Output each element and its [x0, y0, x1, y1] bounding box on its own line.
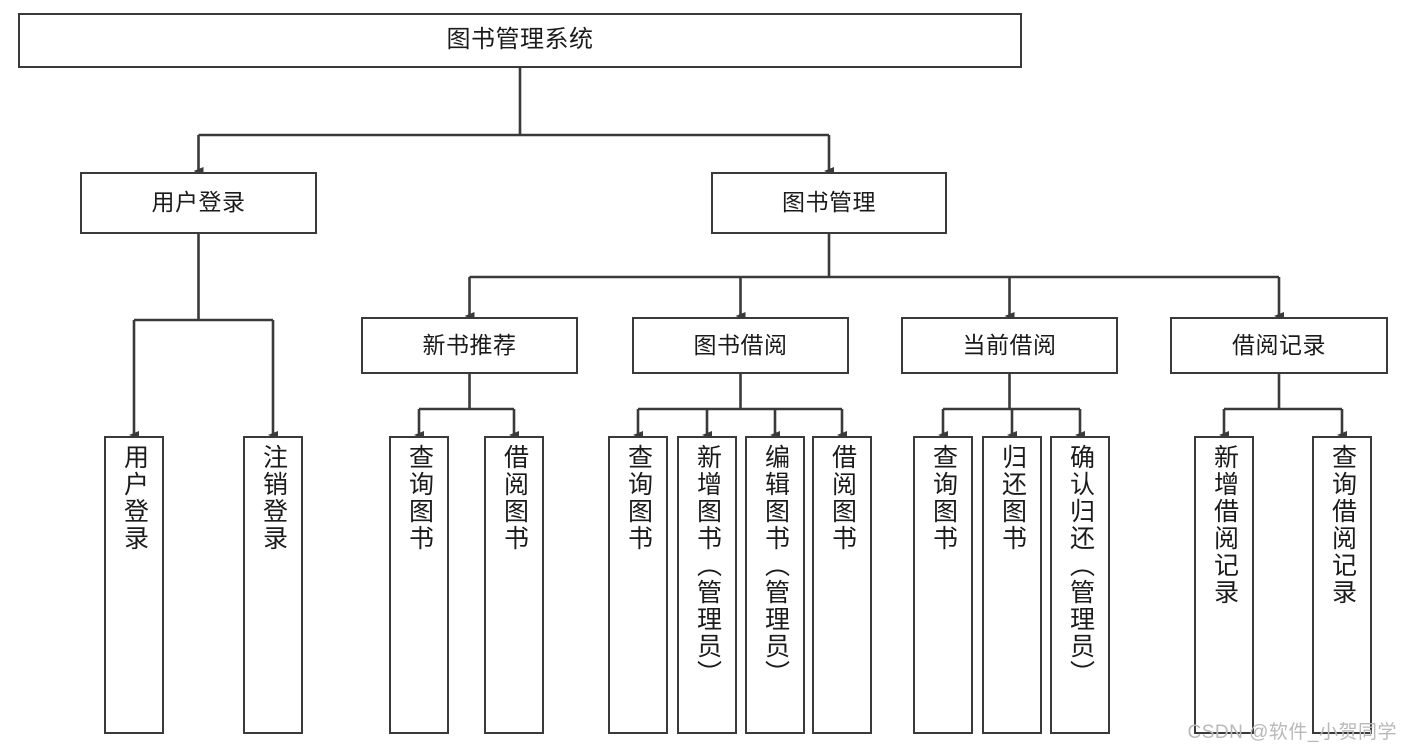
- node-label-new_book_rec: 新书推荐: [422, 331, 517, 358]
- node-book_manage[interactable]: 图书管理: [711, 172, 947, 234]
- node-leaf_confirm_return[interactable]: 确认归还（管理员）: [1050, 436, 1110, 734]
- node-label-leaf_borrow_book_rec: 借阅图书: [500, 444, 529, 552]
- node-label-leaf_query_record: 查询借阅记录: [1328, 444, 1357, 606]
- node-leaf_logout[interactable]: 注销登录: [243, 436, 303, 734]
- node-book_borrow[interactable]: 图书借阅: [632, 317, 849, 374]
- node-current_borrow[interactable]: 当前借阅: [901, 317, 1118, 374]
- node-label-leaf_query_book_b: 查询图书: [624, 444, 653, 552]
- node-label-leaf_edit_book: 编辑图书（管理员）: [761, 444, 790, 687]
- node-label-book_borrow: 图书借阅: [693, 331, 788, 358]
- node-label-leaf_query_book_c: 查询图书: [929, 444, 958, 552]
- node-label-current_borrow: 当前借阅: [962, 331, 1057, 358]
- node-label-leaf_query_book_rec: 查询图书: [405, 444, 434, 552]
- node-label-borrow_record: 借阅记录: [1232, 331, 1326, 358]
- node-leaf_edit_book[interactable]: 编辑图书（管理员）: [745, 436, 805, 734]
- node-label-book_manage: 图书管理: [782, 189, 876, 216]
- node-leaf_add_book[interactable]: 新增图书（管理员）: [677, 436, 737, 734]
- node-new_book_rec[interactable]: 新书推荐: [361, 317, 578, 374]
- watermark-text: CSDN @软件_小贺同学: [1187, 722, 1397, 743]
- node-leaf_borrow_book_rec[interactable]: 借阅图书: [484, 436, 544, 734]
- node-label-leaf_add_record: 新增借阅记录: [1210, 444, 1239, 606]
- node-leaf_query_book_b[interactable]: 查询图书: [608, 436, 668, 734]
- node-label-leaf_add_book: 新增图书（管理员）: [693, 444, 722, 687]
- node-leaf_return_book[interactable]: 归还图书: [982, 436, 1042, 734]
- node-leaf_query_book_rec[interactable]: 查询图书: [389, 436, 449, 734]
- node-label-user_login: 用户登录: [151, 189, 246, 216]
- node-leaf_add_record[interactable]: 新增借阅记录: [1194, 436, 1254, 734]
- node-label-root: 图书管理系统: [446, 26, 594, 54]
- node-label-leaf_return_book: 归还图书: [998, 444, 1027, 552]
- node-label-leaf_borrow_book_b: 借阅图书: [828, 444, 857, 552]
- node-label-leaf_user_login: 用户登录: [120, 444, 149, 552]
- node-label-leaf_confirm_return: 确认归还（管理员）: [1066, 444, 1095, 687]
- node-leaf_borrow_book_b[interactable]: 借阅图书: [812, 436, 872, 734]
- node-label-leaf_logout: 注销登录: [259, 444, 288, 552]
- node-root[interactable]: 图书管理系统: [18, 13, 1022, 68]
- node-leaf_user_login[interactable]: 用户登录: [104, 436, 164, 734]
- node-borrow_record[interactable]: 借阅记录: [1170, 317, 1388, 374]
- node-leaf_query_book_c[interactable]: 查询图书: [913, 436, 973, 734]
- node-user_login[interactable]: 用户登录: [80, 172, 317, 234]
- node-leaf_query_record[interactable]: 查询借阅记录: [1312, 436, 1372, 734]
